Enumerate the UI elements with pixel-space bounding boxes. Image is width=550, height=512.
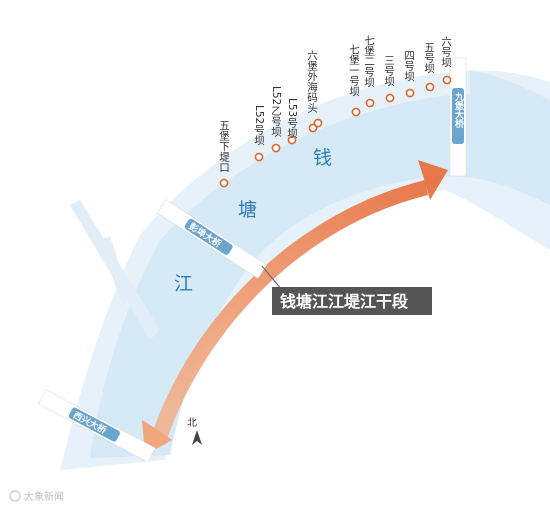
bridge-xixing-label-bg	[68, 407, 120, 442]
label-no6: 六号坝	[440, 36, 452, 68]
tributary-left-2	[100, 236, 130, 306]
watermark-logo-icon	[9, 490, 21, 502]
north-compass: 北	[187, 417, 202, 445]
river-char-qian: 钱	[313, 147, 332, 169]
bridge-jiubao-label-bg	[452, 88, 464, 144]
river-char-tang: 塘	[238, 199, 257, 221]
river-char-jiang: 江	[174, 273, 193, 295]
marker-liubao-wai-b	[313, 118, 323, 128]
north-label: 北	[187, 417, 197, 429]
label-wubao-xiadikou: 五堡下堤口	[218, 120, 230, 173]
section-leader-line	[261, 265, 283, 291]
river-upper-right	[470, 70, 550, 180]
marker-no6	[442, 75, 452, 85]
marker-wubao-xiadikou	[219, 178, 229, 188]
section-label-box	[272, 287, 432, 315]
label-qibao-2: 七堡二号坝	[363, 35, 375, 88]
marker-qibao-2	[365, 98, 375, 108]
marker-l52-b	[254, 152, 264, 162]
marker-qibao-1	[351, 107, 361, 117]
marker-no5	[425, 82, 435, 92]
bridge-jiubao: 九堡大桥	[449, 57, 467, 177]
marker-no4	[405, 88, 415, 98]
label-l53: L53号坝	[286, 98, 298, 139]
marker-l53	[287, 135, 297, 145]
label-qibao-1: 七堡一号坝	[348, 44, 360, 97]
bridge-jiubao-label: 九堡大桥	[453, 91, 465, 129]
section-label: 钱塘江江堤江干段	[280, 292, 409, 311]
label-no5: 五号坝	[423, 42, 435, 74]
label-l52-b: L52号坝	[253, 105, 265, 146]
label-l52-yi: L52乙号坝	[270, 86, 282, 137]
label-no3: 三号坝	[383, 55, 395, 87]
bridge-pengbu-label-bg	[184, 218, 233, 255]
marker-l52-yi	[271, 143, 281, 153]
label-no4: 四号坝	[403, 50, 415, 82]
watermark-text: 大象新闻	[24, 490, 64, 503]
north-arrow-icon	[192, 430, 202, 445]
section-arrow-head-upper	[418, 160, 448, 200]
watermark: 大象新闻	[9, 490, 64, 503]
label-liubao-wai: 六堡外海码头	[306, 50, 318, 114]
marker-no3	[385, 93, 395, 103]
marker-liubao-wai-a	[308, 123, 318, 133]
